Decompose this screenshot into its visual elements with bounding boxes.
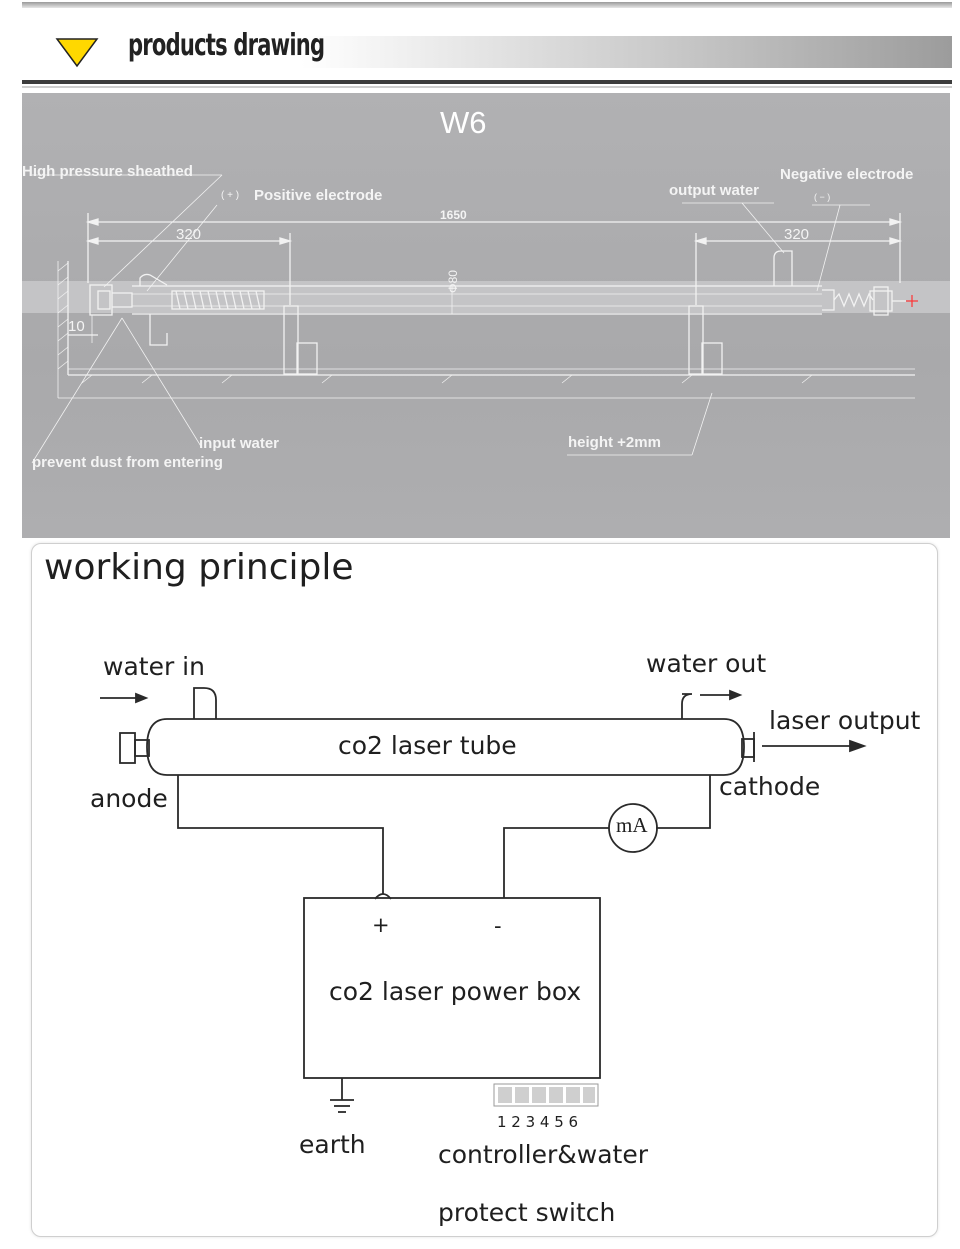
header-rule-light <box>22 86 952 88</box>
negative-sign-label: ( − ) <box>814 192 831 202</box>
controller-label-line1: controller&water <box>438 1140 648 1169</box>
tube-technical-drawing <box>22 174 950 464</box>
water-out-label: water out <box>646 649 767 678</box>
offset-label: 10 <box>68 318 85 335</box>
cathode-label: cathode <box>719 772 821 801</box>
earth-label: earth <box>299 1130 366 1159</box>
tube-label: co2 laser tube <box>338 731 517 760</box>
dust-label: prevent dust from entering <box>32 454 223 471</box>
left-dimension-label: 320 <box>176 226 202 243</box>
output-water-label: output water <box>669 182 759 199</box>
input-water-label: input water <box>199 435 280 452</box>
height-label: height +2mm <box>568 434 661 451</box>
section-header-bar <box>22 36 952 68</box>
right-dimension-label: 320 <box>784 226 810 243</box>
circuit-diagram <box>100 687 867 1113</box>
diameter-label: Φ80 <box>446 270 460 293</box>
triangle-down-icon <box>55 38 99 68</box>
anode-label: anode <box>90 784 168 813</box>
model-label: W6 <box>440 105 487 140</box>
water-in-label: water in <box>103 652 205 681</box>
plus-label: + <box>372 913 390 937</box>
milliammeter-label: mA <box>616 813 648 837</box>
negative-electrode-label: Negative electrode <box>780 166 914 183</box>
positive-electrode-label: Positive electrode <box>254 187 383 204</box>
header-rule <box>22 80 952 84</box>
controller-label-line2: protect switch <box>438 1198 616 1227</box>
high-pressure-label: High pressure sheathed <box>22 163 193 180</box>
working-principle-panel: working principle water in water out las… <box>31 543 938 1237</box>
minus-label: - <box>494 914 502 938</box>
positive-sign-label: ( + ) <box>221 190 240 201</box>
principle-title: working principle <box>44 547 354 588</box>
total-length-label: 1650 <box>440 208 467 222</box>
section-title: products drawing <box>128 28 325 63</box>
power-box-label: co2 laser power box <box>329 977 582 1006</box>
terminal-numbers: 1 2 3 4 5 6 <box>497 1113 579 1131</box>
laser-output-label: laser output <box>769 706 921 735</box>
top-rule <box>22 2 952 8</box>
products-drawing-panel: W6 High pressure sheathed ( + ) Positive… <box>22 93 950 538</box>
